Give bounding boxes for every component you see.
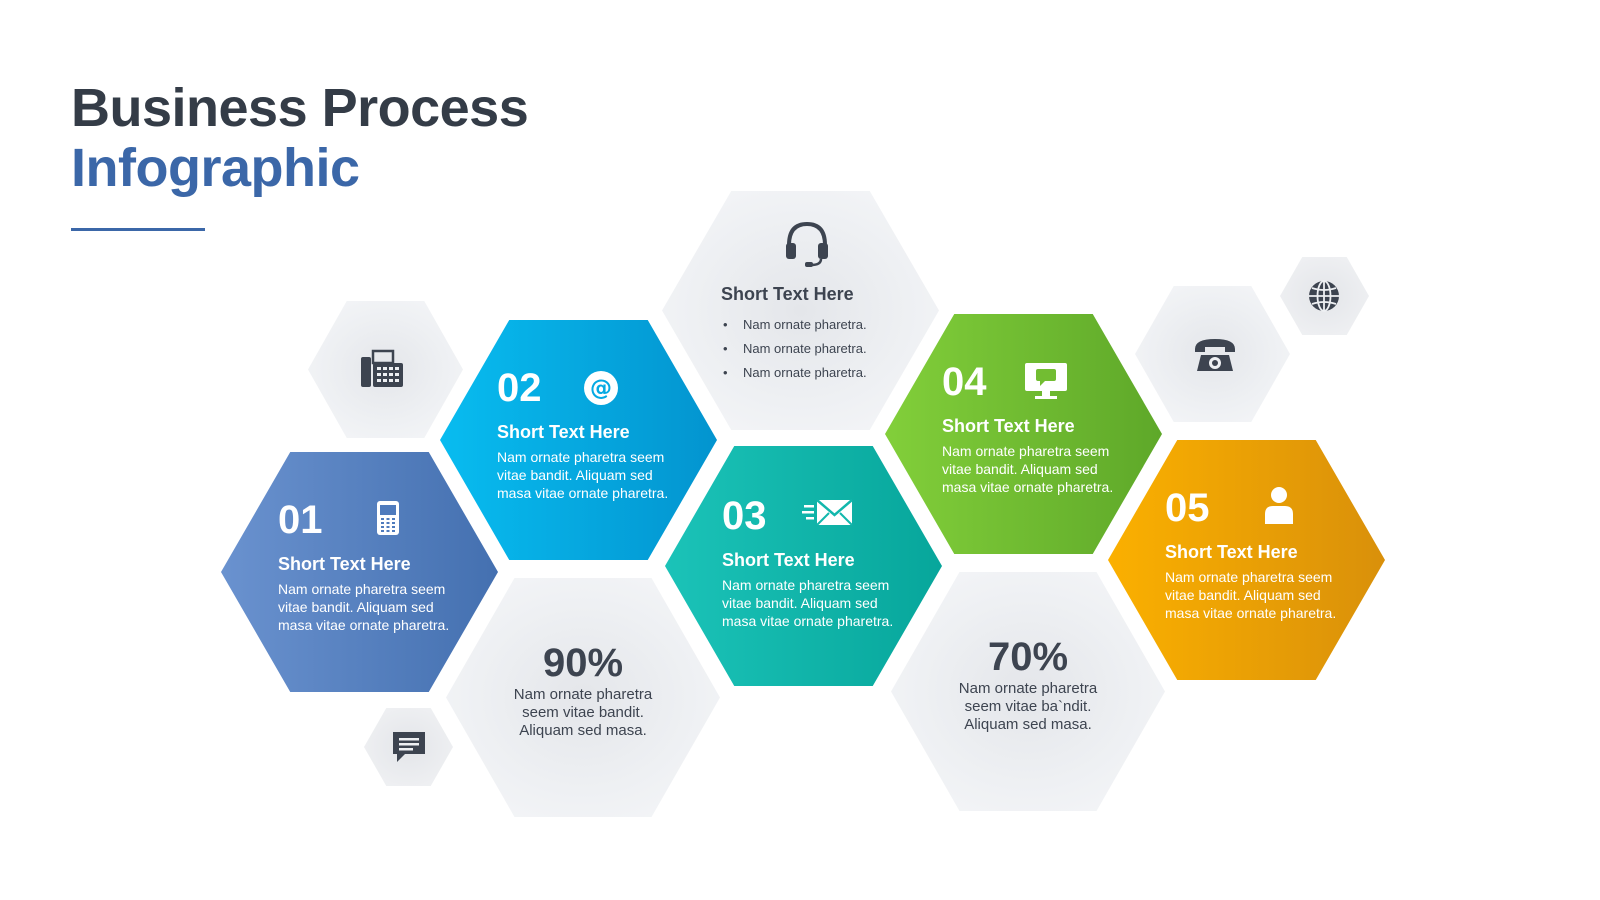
hex-step-03 — [665, 446, 942, 686]
hex-telephone — [1135, 286, 1290, 422]
title-underline — [71, 228, 205, 231]
step-number: 05 — [1165, 486, 1210, 530]
step-body: Nam ornate pharetra seem vitae bandit. A… — [278, 581, 450, 633]
hex-center-info — [662, 191, 939, 430]
chat-bubble-icon — [391, 730, 427, 769]
headset-icon — [783, 219, 831, 272]
telephone-icon — [1193, 337, 1237, 378]
center-bullets: Nam ornate pharetra. Nam ornate pharetra… — [721, 313, 867, 385]
title-line-2: Infographic — [71, 138, 360, 198]
title-line-1: Business Process — [71, 78, 529, 138]
step-body: Nam ornate pharetra seem vitae bandit. A… — [1165, 569, 1337, 621]
step-number: 02 — [497, 366, 542, 410]
step-body: Nam ornate pharetra seem vitae bandit. A… — [722, 577, 894, 629]
svg-text:@: @ — [590, 376, 612, 401]
stat-70: 70% Nam ornate pharetra seem vitae ba`nd… — [943, 634, 1113, 734]
at-sign-icon: @ — [583, 370, 619, 411]
list-item: Nam ornate pharetra. — [721, 361, 867, 385]
step-number: 01 — [278, 498, 323, 542]
title-block: Business Process Infographic — [71, 78, 529, 198]
step-number: 04 — [942, 360, 987, 404]
step-number: 03 — [722, 494, 767, 538]
step-body: Nam ornate pharetra seem vitae bandit. A… — [497, 449, 669, 501]
user-icon — [1263, 486, 1295, 529]
email-send-icon — [802, 498, 854, 533]
globe-icon — [1307, 279, 1341, 318]
step-title: Short Text Here — [722, 550, 855, 570]
stat-90: 90% Nam ornate pharetra seem vitae bandi… — [498, 640, 668, 740]
stat-value: 70% — [987, 635, 1069, 679]
step-title: Short Text Here — [497, 422, 630, 442]
stat-text: Nam ornate pharetra seem vitae ba`ndit. … — [958, 680, 1098, 733]
stat-text: Nam ornate pharetra seem vitae bandit. A… — [513, 686, 653, 739]
center-title: Short Text Here — [721, 284, 854, 304]
center-info: Short Text Here Nam ornate pharetra. Nam… — [721, 283, 867, 385]
mobile-phone-icon — [376, 500, 400, 541]
list-item: Nam ornate pharetra. — [721, 313, 867, 337]
monitor-chat-icon — [1024, 362, 1068, 405]
step-body: Nam ornate pharetra seem vitae bandit. A… — [942, 443, 1114, 495]
step-title: Short Text Here — [1165, 542, 1298, 562]
step-title: Short Text Here — [278, 554, 411, 574]
step-title: Short Text Here — [942, 416, 1075, 436]
list-item: Nam ornate pharetra. — [721, 337, 867, 361]
stat-value: 90% — [542, 641, 624, 685]
fax-icon — [361, 349, 405, 394]
